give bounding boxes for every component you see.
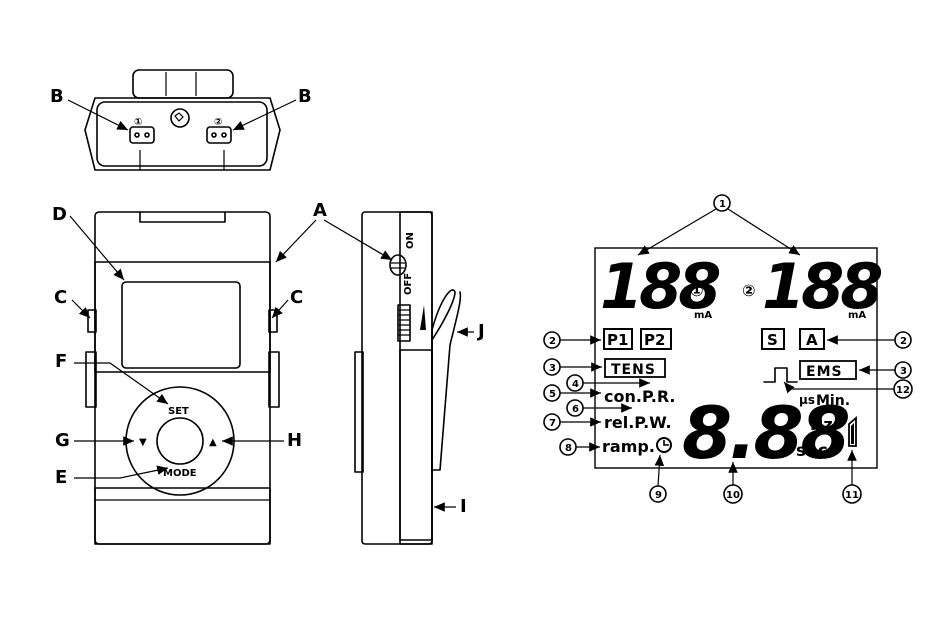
label-a: A [313, 200, 327, 221]
con-pr-indicator: con.P.R. [604, 387, 676, 406]
switch-off-label: OFF [403, 273, 414, 295]
tens-indicator: TENS [611, 362, 656, 378]
callout-1-num: 1 [719, 199, 726, 210]
power-switch[interactable] [390, 255, 406, 275]
callout-4: 4 [572, 379, 579, 390]
channel-1-jack[interactable] [130, 127, 154, 143]
up-button[interactable]: ▲ [209, 437, 217, 448]
mode-button-label[interactable]: MODE [163, 468, 197, 479]
ch2-marker: ② [742, 281, 756, 300]
label-f: F [55, 351, 67, 372]
callout-10: 10 [726, 490, 740, 501]
arrow-c-right [272, 300, 288, 318]
program-p2: P2 [644, 331, 665, 349]
callout-5: 5 [549, 389, 556, 400]
channel-1-mark: ① [134, 117, 142, 128]
center-button[interactable] [157, 418, 203, 464]
label-b-left: B [50, 86, 64, 107]
arrow-f [74, 363, 168, 404]
lcd-panel: 1 188 ① mA ② 188 mA P1 P2 S A TENS EMS c… [595, 195, 881, 475]
belt-clip[interactable] [432, 290, 460, 470]
ramp-indicator: ramp. [602, 437, 655, 456]
device-side-view: ON OFF [355, 212, 460, 544]
mode-s: S [767, 331, 778, 349]
device-front-view: SET MODE ▼ ▲ [86, 212, 279, 544]
callout-3-right: 3 [900, 366, 907, 377]
timer-icon [657, 438, 671, 452]
unit-min: Min. [816, 393, 850, 409]
label-i: I [460, 496, 467, 517]
callout-6: 6 [572, 404, 579, 415]
unit-hz: Hz [810, 415, 833, 434]
label-g: G [55, 430, 70, 451]
arrow-e [74, 468, 168, 478]
unit-sec: sec [796, 441, 828, 461]
intensity-wheel[interactable] [398, 305, 426, 341]
arrow-c-left [72, 300, 90, 318]
switch-on-label: ON [405, 232, 416, 249]
ch2-unit: mA [848, 310, 866, 321]
arrow-a-front [276, 220, 316, 262]
ch1-marker: ① [690, 281, 704, 300]
ch1-unit: mA [694, 310, 712, 321]
set-button-label[interactable]: SET [168, 406, 189, 417]
battery-icon [849, 418, 856, 446]
label-e: E [55, 467, 67, 488]
callout-2-left: 2 [549, 336, 556, 347]
mode-a: A [806, 331, 818, 349]
label-j: J [476, 321, 485, 342]
label-b-right: B [298, 86, 312, 107]
program-p1: P1 [607, 331, 628, 349]
callout-11: 11 [845, 490, 859, 501]
label-d: D [52, 204, 67, 225]
callout-7: 7 [549, 418, 556, 429]
unit-us: µs [799, 393, 815, 407]
callout-12: 12 [896, 385, 910, 396]
channel-2-mark: ② [214, 117, 222, 128]
channel-2-jack[interactable] [207, 127, 231, 143]
label-h: H [287, 430, 302, 451]
arrow-a-side [324, 220, 392, 260]
arrow-b-left [68, 100, 128, 130]
display-window [122, 282, 240, 368]
ems-indicator: EMS [806, 364, 843, 380]
device-top-view: ① ② [85, 70, 280, 170]
callout-8: 8 [565, 443, 572, 454]
pulse-waveform-icon [764, 368, 797, 382]
rel-pw-indicator: rel.P.W. [604, 413, 672, 432]
label-c-right: C [290, 287, 303, 308]
callout-9: 9 [655, 490, 662, 501]
callout-3-left: 3 [549, 363, 556, 374]
callout-2-right: 2 [900, 336, 907, 347]
label-c-left: C [54, 287, 67, 308]
arrow-d [70, 216, 124, 280]
down-button[interactable]: ▼ [139, 437, 147, 448]
